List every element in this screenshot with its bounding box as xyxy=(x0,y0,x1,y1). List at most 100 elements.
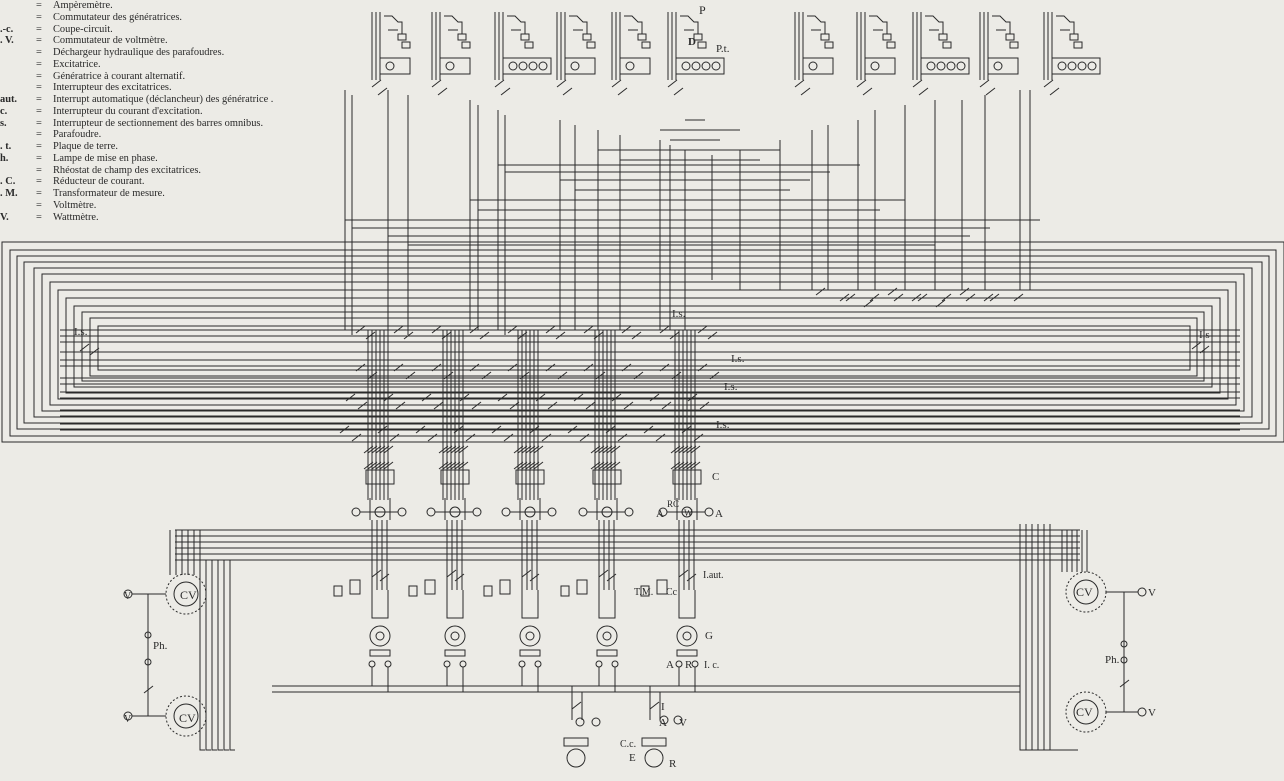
excitatrice-symbol xyxy=(566,748,586,768)
label-ampere-bottom: A xyxy=(666,659,674,671)
switch-symbol xyxy=(517,331,528,340)
switch-symbol xyxy=(602,445,613,454)
switch-symbol xyxy=(367,461,378,470)
legend-equals: = xyxy=(36,176,42,188)
switch-symbol xyxy=(513,461,524,470)
switch-symbol xyxy=(649,701,660,710)
switch-symbol xyxy=(693,433,704,442)
generator-symbol xyxy=(519,625,541,647)
commutateur-box xyxy=(440,469,470,485)
switch-symbol xyxy=(678,445,689,454)
switch-symbol xyxy=(431,79,442,88)
label-interrupt-auto: I.aut. xyxy=(703,570,724,581)
label-plaque-terre: P.t. xyxy=(716,43,730,55)
transformer-symbol xyxy=(349,579,361,595)
cv-lead xyxy=(1049,524,1078,751)
parafoudre-lead xyxy=(807,15,826,34)
switch-symbol xyxy=(403,331,414,340)
switch-symbol xyxy=(983,293,994,302)
switch-symbol xyxy=(571,701,582,710)
legend-description: Transformateur de mesure. xyxy=(53,188,165,199)
parafoudre-symbol xyxy=(641,41,651,49)
busbar-ring xyxy=(23,261,1263,424)
label-commutateur: C xyxy=(712,471,719,483)
instrument-plate xyxy=(920,57,970,75)
label-v-left-bottom: V xyxy=(124,714,132,725)
switch-symbol xyxy=(541,433,552,442)
instrument-plate xyxy=(502,57,552,75)
ampere-meter-exc xyxy=(659,715,669,725)
cv-lead xyxy=(205,560,211,751)
generator-core xyxy=(602,631,612,641)
switch-symbol xyxy=(458,445,469,454)
transformer-symbol xyxy=(656,579,668,595)
legend-description: Interrupteur des excitatrices. xyxy=(53,82,172,94)
voltmeter xyxy=(123,711,133,721)
meter-circle xyxy=(518,61,528,71)
switch-symbol xyxy=(453,425,464,434)
parafoudre-lead xyxy=(569,15,588,34)
label-dechargeur: D xyxy=(688,36,696,48)
switch-symbol xyxy=(437,87,448,96)
switch-symbol xyxy=(517,445,528,454)
exciter-block xyxy=(519,649,541,657)
busbar-ring xyxy=(16,255,1270,430)
switch-symbol xyxy=(965,293,976,302)
busbar-ring xyxy=(41,273,1245,412)
switch-symbol xyxy=(669,331,680,340)
legend-description: Parafoudre. xyxy=(53,129,102,141)
switch-symbol xyxy=(371,461,382,470)
switch-symbol xyxy=(507,325,518,334)
label-is-left: I.s. xyxy=(74,326,88,338)
switch-symbol xyxy=(863,299,874,308)
transformer-symbol xyxy=(576,579,588,595)
switch-symbol xyxy=(357,401,368,410)
label-rheostat-exc: R xyxy=(669,758,677,770)
switch-symbol xyxy=(433,401,444,410)
instrument-plate xyxy=(379,57,411,75)
switch-symbol xyxy=(415,425,426,434)
switch-symbol xyxy=(459,393,470,402)
switch-symbol xyxy=(513,445,524,454)
coupe-circuit-symbol xyxy=(333,585,343,597)
voltmeter-commutator xyxy=(1073,699,1099,725)
switch-symbol xyxy=(567,425,578,434)
dechargeur-symbol xyxy=(693,33,703,41)
exciter-block xyxy=(369,649,391,657)
switch-symbol xyxy=(525,461,536,470)
voltmeter-commutator xyxy=(173,581,199,607)
switch-symbol xyxy=(497,393,508,402)
cv-lead xyxy=(1043,524,1072,751)
cv-lead xyxy=(1031,524,1060,751)
label-is-row1: I.s. xyxy=(731,353,745,365)
legend-abbr: V. xyxy=(0,211,9,223)
switch-symbol xyxy=(617,87,628,96)
switch-symbol xyxy=(143,685,154,694)
switch-symbol xyxy=(593,331,604,340)
switch-symbol xyxy=(606,445,617,454)
switch-symbol xyxy=(605,425,616,434)
generator-feed xyxy=(446,590,464,619)
switch-symbol xyxy=(535,393,546,402)
label-coupe-circuit: Cc xyxy=(666,587,678,598)
coupe-circuit-symbol xyxy=(640,585,650,597)
voltmeter-commutator xyxy=(173,703,199,729)
coupe-circuit-symbol xyxy=(408,585,418,597)
switch-symbol xyxy=(590,461,601,470)
label-cv-left-bottom: CV xyxy=(179,711,196,725)
legend-equals: = xyxy=(36,129,42,141)
switch-symbol xyxy=(794,79,805,88)
parafoudre-symbol xyxy=(942,41,952,49)
switch-symbol xyxy=(363,461,374,470)
meter-circle xyxy=(445,61,455,71)
switch-symbol xyxy=(89,347,100,356)
switch-symbol xyxy=(491,425,502,434)
label-cv-right-top: CV xyxy=(1076,585,1093,599)
switch-symbol xyxy=(446,445,457,454)
meter-circle xyxy=(528,61,538,71)
voltmeter xyxy=(123,589,133,599)
meter-circle xyxy=(625,61,635,71)
generator-feed xyxy=(521,590,539,619)
label-ampere-left: A xyxy=(656,508,664,520)
switch-symbol xyxy=(421,393,432,402)
